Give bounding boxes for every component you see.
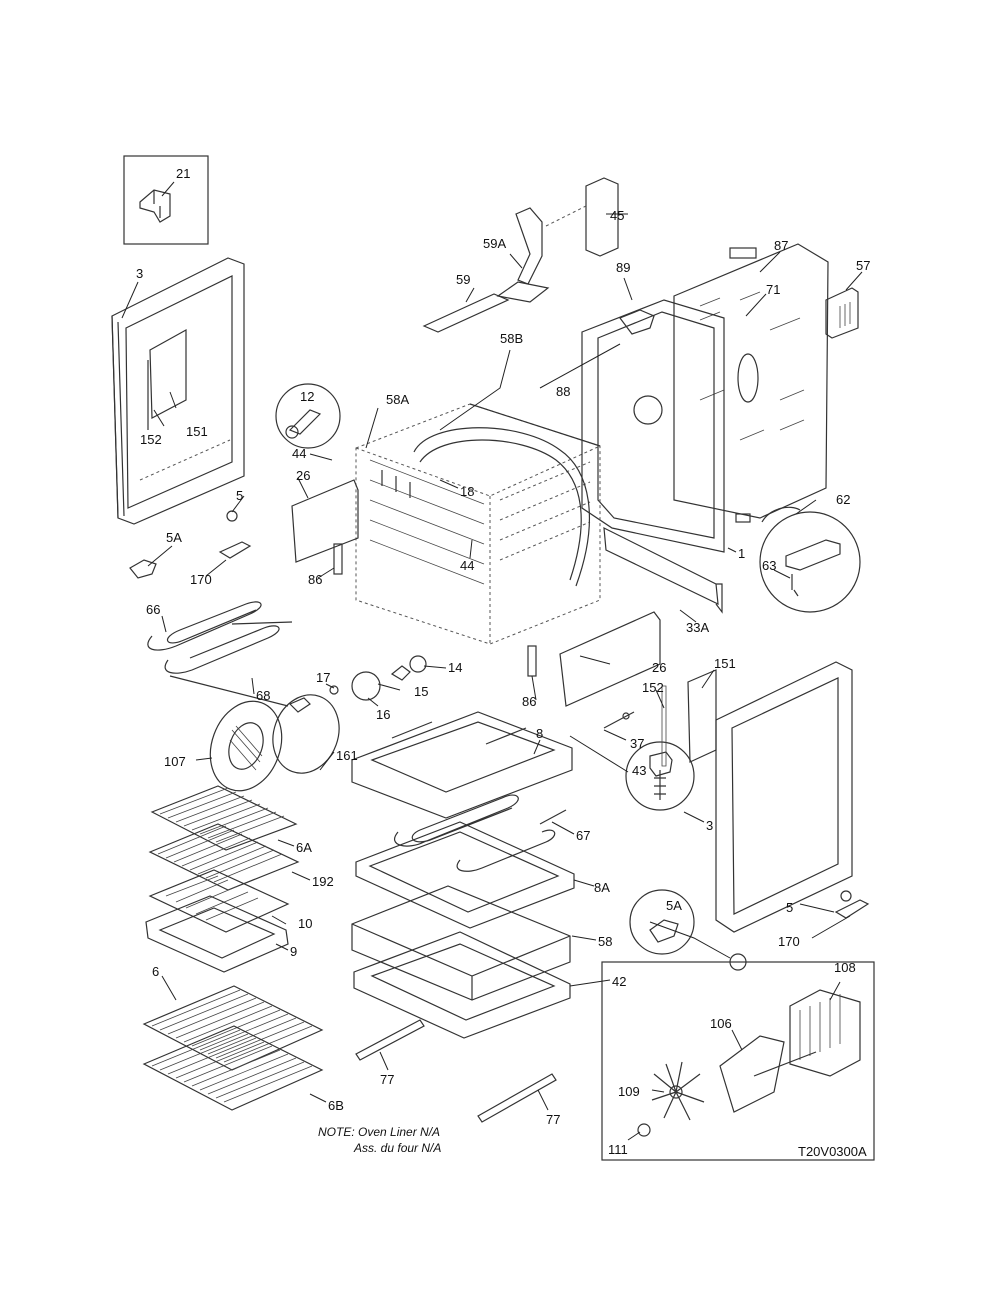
oven-door-right — [661, 661, 853, 933]
callout-68: 68 — [256, 688, 270, 703]
heating-elements-left — [147, 601, 293, 707]
callout-57: 57 — [856, 258, 870, 273]
callout-152-right: 152 — [642, 680, 664, 695]
callout-86-right: 86 — [522, 694, 536, 709]
drawer-42 — [353, 931, 571, 1039]
callout-1: 1 — [738, 546, 745, 561]
part-57 — [825, 287, 859, 339]
callout-5A-left: 5A — [166, 530, 182, 545]
hinge-left — [129, 510, 252, 579]
brackets-86 — [333, 543, 537, 677]
fan-cover — [209, 694, 340, 792]
callout-151-right: 151 — [714, 656, 736, 671]
callout-16: 16 — [376, 707, 390, 722]
callout-12: 12 — [300, 389, 314, 404]
callout-17: 17 — [316, 670, 330, 685]
callout-3-left-door: 3 — [136, 266, 143, 281]
part-37 — [603, 711, 635, 729]
callout-6A: 6A — [296, 840, 312, 855]
callout-33A: 33A — [686, 620, 709, 635]
callout-14: 14 — [448, 660, 462, 675]
drawer-slides — [355, 1019, 557, 1123]
part-62-inset — [735, 506, 861, 613]
rack-6B — [142, 1025, 324, 1111]
callout-161: 161 — [336, 748, 358, 763]
tray-8A — [355, 821, 575, 929]
callout-44-a: 44 — [292, 446, 306, 461]
callout-89: 89 — [616, 260, 630, 275]
callout-26-left: 26 — [296, 468, 310, 483]
callout-71: 71 — [766, 282, 780, 297]
callout-111: 111 — [608, 1142, 628, 1157]
callout-109: 109 — [618, 1084, 640, 1099]
drawer-58 — [351, 885, 571, 1001]
leader-lines — [121, 181, 863, 1141]
callout-8A: 8A — [594, 880, 610, 895]
callout-58: 58 — [598, 934, 612, 949]
callout-63: 63 — [762, 558, 776, 573]
broil-pan — [145, 869, 290, 973]
callout-151-left: 151 — [186, 424, 208, 439]
oven-cavity — [355, 403, 601, 645]
callout-108: 108 — [834, 960, 856, 975]
back-panel — [673, 243, 829, 519]
oven-door-left — [111, 257, 245, 525]
callout-10: 10 — [298, 916, 312, 931]
callout-21: 21 — [176, 166, 190, 181]
callout-44-b: 44 — [460, 558, 474, 573]
part-12-inset — [275, 383, 341, 449]
callout-3-right-door: 3 — [706, 818, 713, 833]
callout-88: 88 — [556, 384, 570, 399]
bottom-pan-8 — [351, 711, 573, 819]
rear-frame — [581, 299, 725, 553]
callout-106: 106 — [710, 1016, 732, 1031]
note-line-2: Ass. du four N/A — [353, 1141, 441, 1155]
callout-58B: 58B — [500, 331, 523, 346]
vent-ducts — [422, 177, 619, 333]
callout-66: 66 — [146, 602, 160, 617]
callout-8: 8 — [536, 726, 543, 741]
callout-43: 43 — [632, 763, 646, 778]
callout-152-left: 152 — [140, 432, 162, 447]
light-assembly — [329, 655, 427, 701]
callout-37: 37 — [630, 736, 644, 751]
side-rails — [291, 479, 723, 707]
callout-77-b: 77 — [546, 1112, 560, 1127]
callout-5-right: 5 — [786, 900, 793, 915]
callout-15: 15 — [414, 684, 428, 699]
callout-59A: 59A — [483, 236, 506, 251]
callout-170-left: 170 — [190, 572, 212, 587]
callout-45: 45 — [610, 208, 624, 223]
callout-107: 107 — [164, 754, 186, 769]
insulation-wrap — [413, 427, 590, 587]
rack-6 — [142, 985, 324, 1071]
callout-labels: 21 45 3 59A 89 87 57 59 71 58B 88 151 15… — [136, 166, 870, 1157]
drawing-code: T20V0300A — [798, 1144, 867, 1159]
callout-9: 9 — [290, 944, 297, 959]
callout-26-right: 26 — [652, 660, 666, 675]
callout-5-left: 5 — [236, 488, 243, 503]
rack-6A — [150, 785, 298, 851]
callout-6B: 6B — [328, 1098, 344, 1113]
bake-element-67 — [394, 794, 567, 872]
callout-77-a: 77 — [380, 1072, 394, 1087]
callout-170-right: 170 — [778, 934, 800, 949]
rack-192 — [148, 823, 300, 891]
callout-67: 67 — [576, 828, 590, 843]
callout-59: 59 — [456, 272, 470, 287]
callout-5A-right: 5A — [666, 898, 682, 913]
callout-86-left: 86 — [308, 572, 322, 587]
callout-58A: 58A — [386, 392, 409, 407]
part-21-inset — [123, 155, 209, 245]
callout-6: 6 — [152, 964, 159, 979]
callout-192: 192 — [312, 874, 334, 889]
callout-87: 87 — [774, 238, 788, 253]
callout-42: 42 — [612, 974, 626, 989]
callout-62: 62 — [836, 492, 850, 507]
convection-fan-inset — [601, 961, 875, 1161]
callout-18: 18 — [460, 484, 474, 499]
note-line-1: NOTE: Oven Liner N/A — [318, 1125, 440, 1139]
